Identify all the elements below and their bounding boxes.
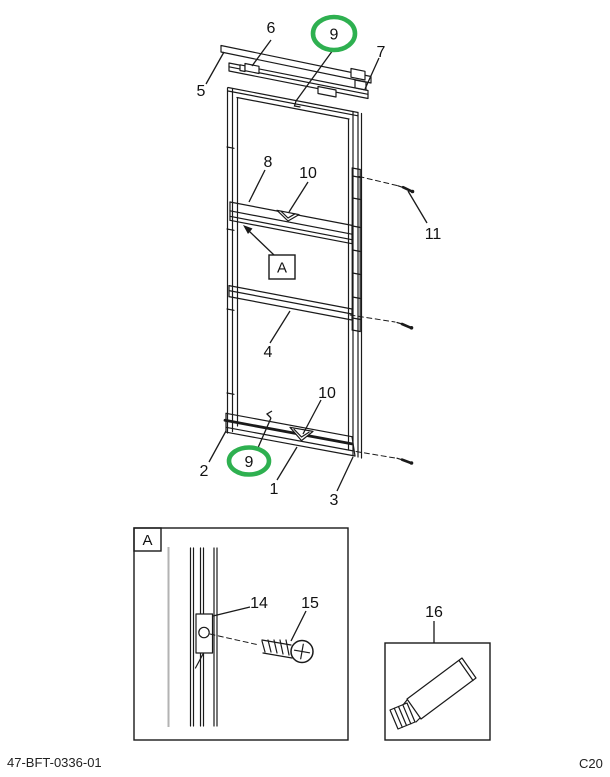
callout-1: 1 [270,481,279,498]
page-code: C20 [579,756,603,771]
highlight-circle-9-bottom [226,445,272,477]
callout-5: 5 [197,83,206,100]
middle-rail [229,201,353,245]
callout-3: 3 [330,492,339,509]
callout-8: 8 [264,154,273,171]
detail-a-letter: A [277,260,287,277]
callout-leader-lines [205,39,428,492]
detail-a-marker: A [243,225,296,280]
callout-14: 14 [250,595,268,612]
frame-outline [226,86,363,459]
mounting-screws [349,176,415,465]
highlight-circles [226,14,358,477]
screw-icon [410,189,415,194]
callout-2: 2 [200,463,209,480]
callout-16: 16 [425,604,443,621]
callout-7: 7 [377,44,386,61]
sealant-tube-icon [389,657,477,730]
callout-4: 4 [264,344,273,361]
lower-rail [228,285,353,321]
inset-a-letter: A [142,532,152,549]
callout-9-bottom: 9 [245,454,254,471]
callout-10-top: 10 [299,165,317,182]
highlight-circle-9-top [310,14,358,53]
top-retainer-bar [220,44,372,100]
callout-10-bottom: 10 [318,385,336,402]
screw-15-icon [261,639,314,664]
latch-notch-top [276,209,300,222]
hinge-strip [351,167,362,333]
callout-11: 11 [425,226,442,243]
arrowhead-icon [243,225,253,234]
bottom-sill [223,412,356,457]
document-number: 47-BFT-0336-01 [7,755,102,770]
callout-labels: 5 6 9 7 8 10 11 4 10 9 2 1 3 [197,20,442,509]
clip-screw-hole [198,626,210,639]
callout-6: 6 [267,20,276,37]
screw-icon [409,326,414,330]
detail-a-inset: A 14 15 [133,527,349,741]
callout-9-top: 9 [330,27,339,44]
sealant-tube-box: 16 [384,604,491,741]
screw-icon [409,461,414,465]
callout-15: 15 [301,595,319,612]
